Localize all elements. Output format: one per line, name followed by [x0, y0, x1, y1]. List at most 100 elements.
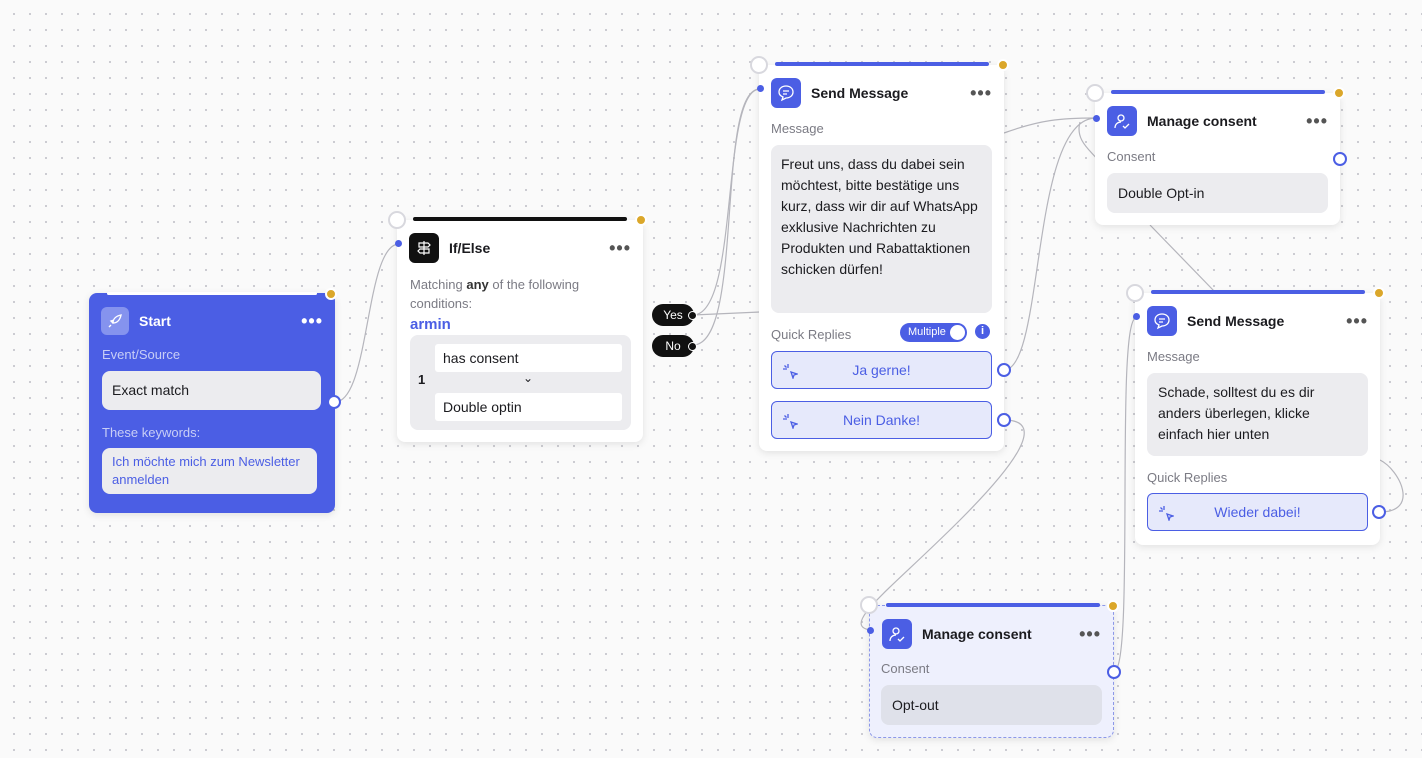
- manage-consent-node-1[interactable]: Manage consent ••• Consent Double Opt-in: [1086, 84, 1347, 225]
- chat-bubble-icon: [771, 78, 801, 108]
- send2-topbar: [1151, 290, 1365, 294]
- consent1-title: Manage consent: [1147, 113, 1257, 129]
- start-header: Start •••: [101, 305, 323, 337]
- send1-header: Send Message •••: [771, 77, 992, 109]
- condition-group: 1 has consent ⌄ Double optin: [410, 335, 631, 430]
- quick-reply-ja-port[interactable]: [997, 363, 1011, 377]
- variable-name[interactable]: armin: [410, 316, 451, 333]
- send1-status-dot: [997, 59, 1009, 71]
- sparkle-icon: [783, 364, 798, 379]
- multiple-label: Multiple: [908, 326, 946, 338]
- multiple-toggle[interactable]: Multiple: [900, 323, 967, 342]
- user-check-icon: [882, 619, 912, 649]
- send1-message-text[interactable]: Freut uns, dass du dabei sein möchtest, …: [771, 145, 992, 313]
- manage-consent-node-2[interactable]: Manage consent ••• Consent Opt-out: [860, 596, 1121, 738]
- rocket-icon: [101, 307, 129, 335]
- keyword-chip[interactable]: Ich möchte mich zum Newsletter anmelden: [102, 448, 317, 494]
- wire-start-ifelse: [334, 243, 400, 403]
- consent2-status-dot: [1107, 600, 1119, 612]
- quick-reply-wieder-port[interactable]: [1372, 505, 1386, 519]
- quick-replies-label: Quick Replies: [771, 327, 852, 342]
- toggle-knob: [950, 325, 965, 340]
- consent2-title: Manage consent: [922, 626, 1032, 642]
- ifelse-title: If/Else: [449, 240, 491, 256]
- send1-input-port[interactable]: [757, 85, 764, 92]
- start-topbar: [107, 292, 317, 295]
- ifelse-input-port[interactable]: [395, 240, 402, 247]
- ifelse-header: If/Else •••: [409, 232, 631, 264]
- chevron-down-icon[interactable]: ⌄: [523, 371, 534, 385]
- matching-post: of the following conditions:: [410, 277, 580, 311]
- consent2-topbar: [886, 603, 1100, 607]
- no-port[interactable]: [688, 342, 697, 351]
- send1-title: Send Message: [811, 85, 909, 101]
- start-output-port[interactable]: [327, 395, 341, 409]
- send-message-node-1[interactable]: Send Message ••• Message Freut uns, dass…: [750, 56, 1011, 451]
- wire-send1-consent1: [1003, 117, 1097, 134]
- sparkle-icon: [783, 414, 798, 429]
- wire-no-send1: [692, 88, 761, 346]
- consent2-input-ring: [860, 596, 878, 614]
- consent2-output-port[interactable]: [1107, 665, 1121, 679]
- quick-reply-nein-port[interactable]: [997, 413, 1011, 427]
- wire-consent2-send2: [1113, 317, 1137, 672]
- send-message-node-2[interactable]: Send Message ••• Message Schade, solltes…: [1126, 284, 1386, 545]
- send2-status-dot: [1373, 287, 1385, 299]
- consent1-label: Consent: [1107, 149, 1156, 164]
- signpost-icon: [409, 233, 439, 263]
- send1-topbar: [775, 62, 989, 66]
- wire-send1-body: [692, 311, 761, 316]
- send1-menu-button[interactable]: •••: [970, 83, 992, 103]
- keywords-label: These keywords:: [102, 425, 201, 440]
- no-label: No: [665, 339, 681, 353]
- condition-field[interactable]: has consent: [435, 344, 622, 372]
- wire-nein-consent2: [860, 419, 1025, 631]
- start-menu-button[interactable]: •••: [301, 311, 323, 331]
- wire-ja-consent1: [1003, 117, 1097, 371]
- yes-port[interactable]: [688, 311, 697, 320]
- consent2-label: Consent: [881, 661, 930, 676]
- quick-reply-ja[interactable]: Ja gerne!: [771, 351, 992, 389]
- consent1-topbar: [1111, 90, 1325, 94]
- start-status-dot: [325, 288, 337, 300]
- sparkle-icon: [1159, 506, 1174, 521]
- consent1-output-port[interactable]: [1333, 152, 1347, 166]
- send2-title: Send Message: [1187, 313, 1285, 329]
- consent2-header: Manage consent •••: [882, 618, 1101, 650]
- send2-message-label: Message: [1147, 349, 1200, 364]
- info-icon[interactable]: i: [975, 324, 990, 339]
- yes-label: Yes: [663, 308, 683, 322]
- send2-header: Send Message •••: [1147, 305, 1368, 337]
- yes-branch[interactable]: Yes: [652, 304, 697, 326]
- event-source-label: Event/Source: [102, 347, 181, 362]
- consent2-menu-button[interactable]: •••: [1079, 624, 1101, 644]
- consent1-value[interactable]: Double Opt-in: [1107, 173, 1328, 213]
- start-node[interactable]: Start ••• Event/Source Exact match These…: [89, 288, 341, 513]
- send2-input-port[interactable]: [1133, 313, 1140, 320]
- quick-reply-wieder[interactable]: Wieder dabei!: [1147, 493, 1368, 531]
- start-title: Start: [139, 313, 171, 329]
- ifelse-menu-button[interactable]: •••: [609, 238, 631, 258]
- event-source-field[interactable]: Exact match: [102, 371, 321, 410]
- user-check-icon: [1107, 106, 1137, 136]
- chat-bubble-icon: [1147, 306, 1177, 336]
- send2-input-ring: [1126, 284, 1144, 302]
- ifelse-topbar: [413, 217, 627, 221]
- no-branch[interactable]: No: [652, 335, 697, 357]
- quick-reply-nein[interactable]: Nein Danke!: [771, 401, 992, 439]
- consent2-input-port[interactable]: [867, 627, 874, 634]
- wire-yes-send1: [692, 88, 761, 316]
- condition-value-field[interactable]: Double optin: [435, 393, 622, 421]
- consent1-header: Manage consent •••: [1107, 105, 1328, 137]
- send1-input-ring: [750, 56, 768, 74]
- consent1-menu-button[interactable]: •••: [1306, 111, 1328, 131]
- ifelse-input-ring: [388, 211, 406, 229]
- ifelse-node[interactable]: If/Else ••• Matching any of the followin…: [388, 211, 647, 442]
- send2-menu-button[interactable]: •••: [1346, 311, 1368, 331]
- consent2-value[interactable]: Opt-out: [881, 685, 1102, 725]
- consent1-input-port[interactable]: [1093, 115, 1100, 122]
- send2-message-text[interactable]: Schade, solltest du es dir anders überle…: [1147, 373, 1368, 456]
- quick-reply-nein-label: Nein Danke!: [842, 412, 921, 428]
- condition-index: 1: [418, 372, 426, 387]
- quick-reply-wieder-label: Wieder dabei!: [1214, 504, 1301, 520]
